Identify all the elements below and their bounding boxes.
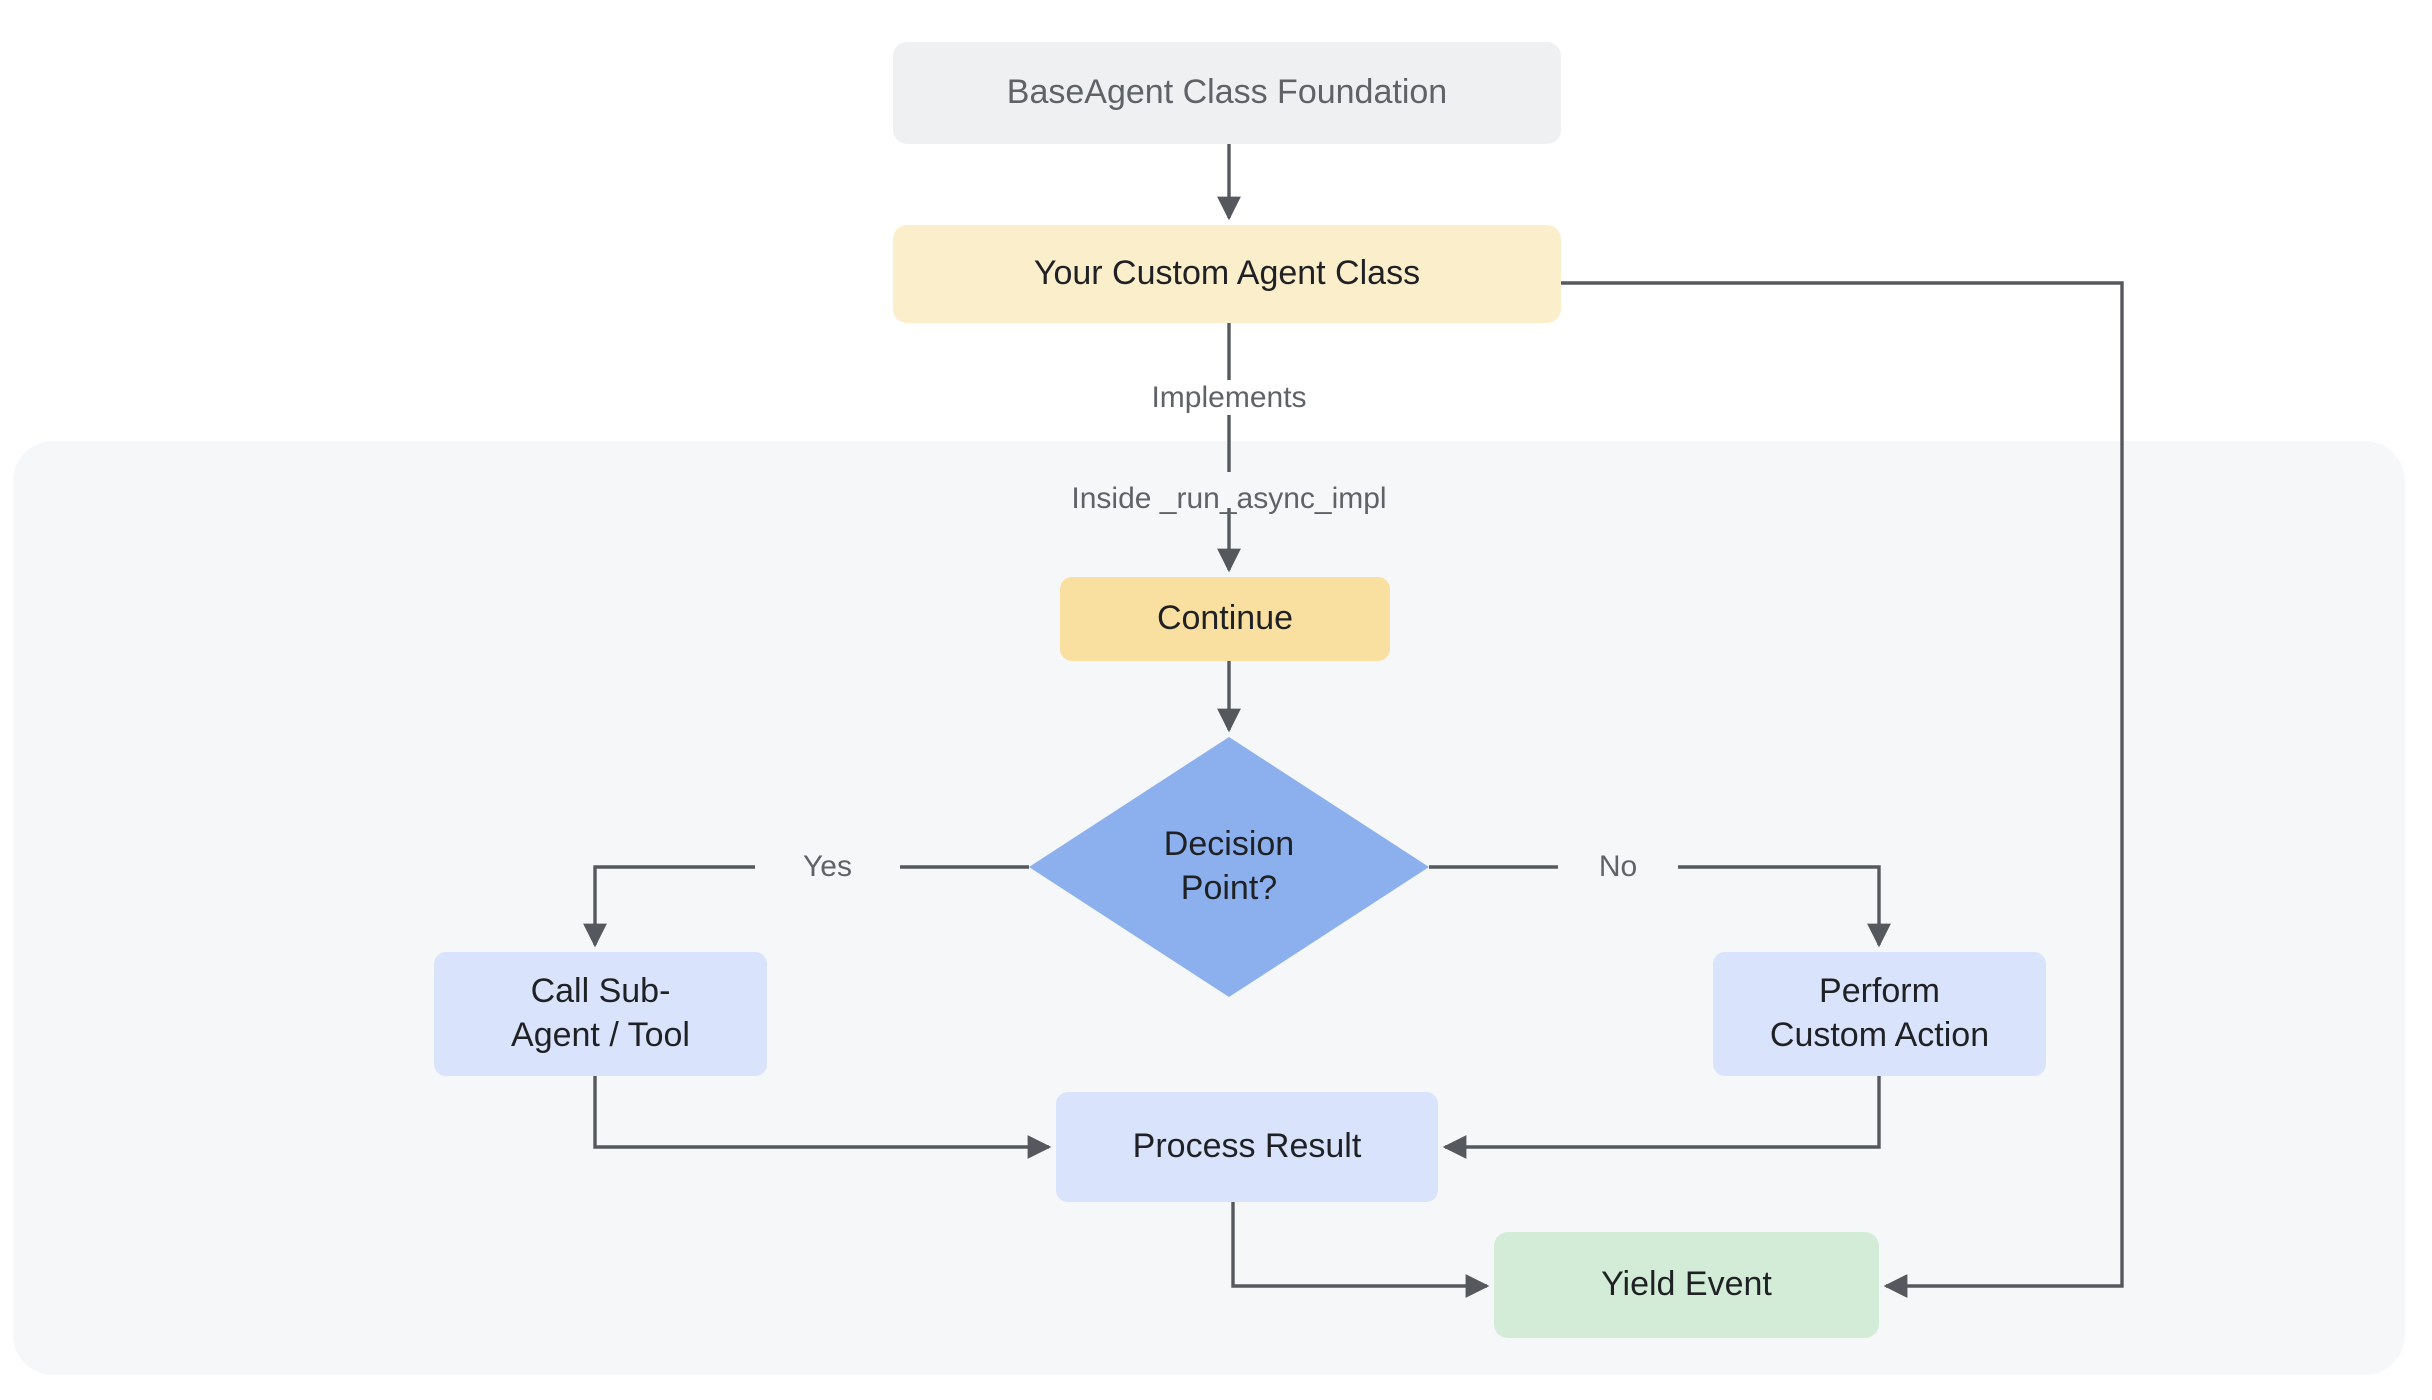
node-base-agent[interactable] [893, 42, 1561, 144]
node-decision-point[interactable] [1029, 737, 1429, 997]
edge-decision-yes-left-segment [583, 865, 755, 948]
node-yield-event[interactable] [1494, 1232, 1879, 1338]
edge-label-yes: Yes [803, 850, 852, 883]
edge-label-implements: Implements [1151, 381, 1307, 414]
node-process-result[interactable] [1056, 1092, 1438, 1202]
node-call-sub-agent[interactable] [434, 952, 767, 1076]
edge-process-result-to-yield-event [1231, 1202, 1490, 1298]
node-perform-custom-action[interactable] [1713, 952, 2046, 1076]
node-custom-agent[interactable] [893, 225, 1561, 323]
edge-custom-action-to-process-result [1442, 1076, 1881, 1159]
edge-label-inside-run-async-impl: Inside _run_async_impl [1071, 482, 1387, 515]
node-continue[interactable] [1060, 577, 1390, 661]
edge-label-no: No [1598, 850, 1638, 883]
edge-decision-no-right-segment [1678, 865, 1891, 948]
edge-call-sub-agent-to-process-result [593, 1076, 1052, 1159]
edge-custom-agent-to-yield-event [1561, 281, 2124, 1298]
